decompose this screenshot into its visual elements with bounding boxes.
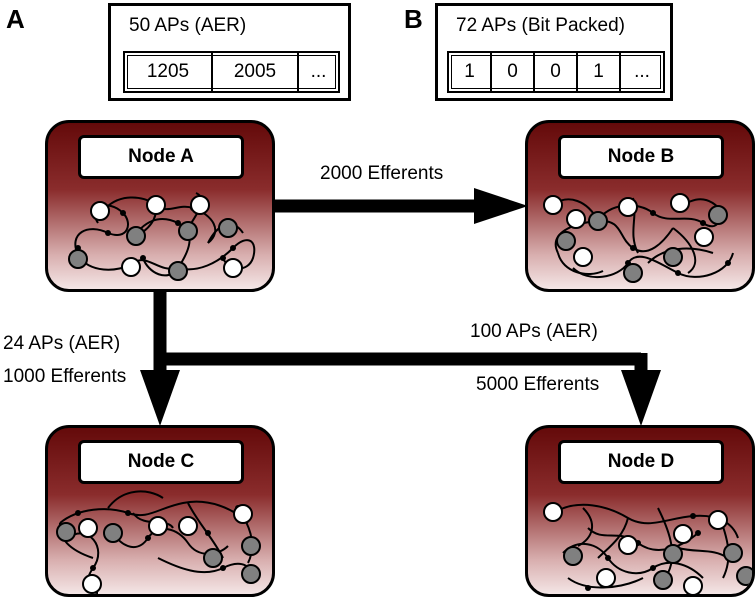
neuron-gray bbox=[68, 249, 88, 269]
neuron-white bbox=[178, 516, 198, 536]
neuron-white bbox=[78, 518, 98, 538]
neuron-white bbox=[146, 195, 166, 215]
neuron-gray bbox=[203, 548, 223, 568]
edge-label-a-to-b: 2000 Efferents bbox=[320, 163, 444, 184]
neuron-gray bbox=[723, 543, 743, 563]
panel-label-b: B bbox=[404, 4, 423, 34]
packet-a-cell: ... bbox=[310, 61, 327, 82]
edge-label-a-to-c-efferents: 1000 Efferents bbox=[3, 366, 127, 387]
packet-b-title: 72 APs (Bit Packed) bbox=[456, 15, 625, 36]
packet-b-cells: 1 0 0 1 ... bbox=[447, 51, 665, 93]
arrow-a-to-c-head bbox=[140, 370, 180, 426]
neuron-white bbox=[573, 247, 593, 267]
node-c-network bbox=[56, 490, 261, 594]
neuron-white bbox=[708, 510, 728, 530]
neuron-gray bbox=[56, 522, 76, 542]
neuron-white bbox=[223, 258, 243, 278]
packet-a-box: 50 APs (AER) 1205 2005 ... bbox=[108, 3, 351, 101]
edge-label-a-to-d-aps: 100 APs (AER) bbox=[470, 321, 598, 342]
panel-label-a: A bbox=[6, 4, 25, 34]
node-b-label: Node B bbox=[558, 135, 724, 179]
neuron-gray bbox=[178, 221, 198, 241]
packet-b-cell: 1 bbox=[578, 53, 621, 91]
node-d-network bbox=[543, 502, 752, 594]
packet-a-cells: 1205 2005 ... bbox=[123, 51, 340, 93]
neuron-gray bbox=[653, 570, 673, 590]
neuron-white bbox=[596, 568, 616, 588]
neuron-white bbox=[543, 195, 563, 215]
neuron-gray bbox=[218, 218, 238, 238]
node-d: Node D bbox=[525, 425, 755, 597]
neuron-gray bbox=[663, 544, 683, 564]
neuron-white bbox=[566, 209, 586, 229]
neuron-white bbox=[673, 524, 693, 544]
node-c-label: Node C bbox=[78, 440, 244, 484]
neuron-white bbox=[82, 574, 102, 594]
neuron-white bbox=[148, 516, 168, 536]
neuron-gray bbox=[556, 231, 576, 251]
neuron-white bbox=[543, 502, 563, 522]
neuron-white bbox=[90, 201, 110, 221]
node-a-network bbox=[68, 192, 256, 281]
neuron-white bbox=[670, 193, 690, 213]
neuron-white bbox=[618, 197, 638, 217]
packet-a-cell: 2005 bbox=[213, 53, 299, 91]
edge-label-a-to-c-aps: 24 APs (AER) bbox=[3, 333, 121, 354]
neuron-white bbox=[694, 227, 714, 247]
node-b: Node B bbox=[525, 120, 755, 292]
packet-b-cell: 1 bbox=[449, 53, 492, 91]
neuron-gray bbox=[663, 247, 683, 267]
edge-label-a-to-d-efferents: 5000 Efferents bbox=[476, 374, 600, 395]
packet-b-box: 72 APs (Bit Packed) 1 0 0 1 ... bbox=[435, 3, 673, 101]
node-d-label: Node D bbox=[558, 440, 724, 484]
packet-b-cell: 0 bbox=[492, 53, 535, 91]
neuron-gray bbox=[623, 263, 643, 283]
neuron-gray bbox=[563, 546, 583, 566]
neuron-gray bbox=[736, 566, 752, 586]
packet-a-title: 50 APs (AER) bbox=[129, 15, 247, 36]
packet-b-cell: ... bbox=[634, 61, 650, 82]
neuron-gray bbox=[241, 564, 261, 584]
neuron-gray bbox=[103, 523, 123, 543]
neuron-white bbox=[233, 504, 253, 524]
packet-a-cell: 1205 bbox=[125, 53, 213, 91]
node-a-label: Node A bbox=[78, 135, 244, 179]
arrow-a-to-b-head bbox=[474, 188, 528, 224]
node-c: Node C bbox=[45, 425, 275, 597]
neuron-white bbox=[683, 576, 703, 594]
neuron-gray bbox=[241, 536, 261, 556]
neuron-white bbox=[121, 257, 141, 277]
arrow-a-to-d-head bbox=[621, 370, 661, 426]
neuron-white bbox=[190, 195, 210, 215]
neuron-gray bbox=[588, 211, 608, 231]
node-b-network bbox=[543, 193, 734, 283]
node-a: Node A bbox=[45, 120, 275, 292]
neuron-gray bbox=[126, 226, 146, 246]
neuron-gray bbox=[168, 261, 188, 281]
neuron-white bbox=[618, 535, 638, 555]
neuron-gray bbox=[708, 205, 728, 225]
packet-b-cell: 0 bbox=[535, 53, 578, 91]
